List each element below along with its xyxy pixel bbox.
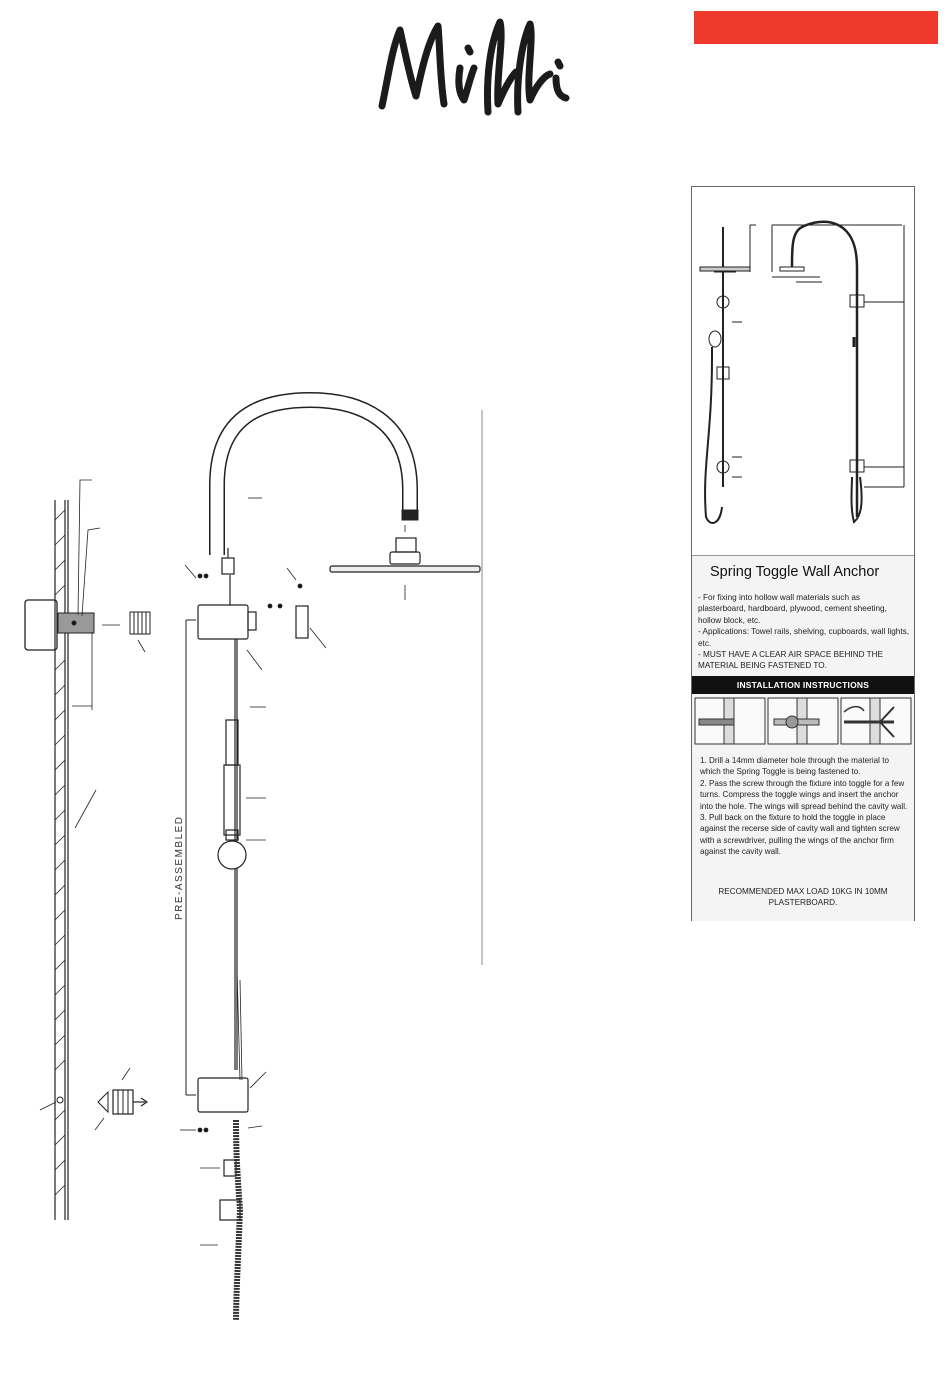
shower-exploded-diagram <box>0 380 500 1380</box>
anchor-bullet: - Applications: Towel rails, shelving, c… <box>698 627 910 648</box>
installation-steps: 1. Drill a 14mm diameter hole through th… <box>700 755 908 858</box>
brand-logo <box>370 8 580 128</box>
installation-step: 1. Drill a 14mm diameter hole through th… <box>700 756 889 777</box>
brand-accent-bar <box>694 11 938 44</box>
anchor-bullet: - MUST HAVE A CLEAR AIR SPACE BEHIND THE… <box>698 650 884 671</box>
installation-step-images <box>694 697 912 745</box>
anchor-bullets: - For fixing into hollow wall materials … <box>698 592 910 672</box>
bottom-bracket <box>180 1071 267 1321</box>
anchor-bullet: - For fixing into hollow wall materials … <box>698 593 887 625</box>
product-spec-panel: Spring Toggle Wall Anchor - For fixing i… <box>691 186 915 921</box>
installation-step: 2. Pass the screw through the fixture in… <box>700 778 908 811</box>
dimension-drawing <box>692 187 914 555</box>
shower-arm <box>209 391 419 555</box>
installation-heading: INSTALLATION INSTRUCTIONS <box>692 676 914 694</box>
preassembled-label: PRE-ASSEMBLED <box>174 815 185 920</box>
installation-step: 3. Pull back on the fixture to hold the … <box>700 813 900 857</box>
wall-anchor-section: Spring Toggle Wall Anchor - For fixing i… <box>692 555 914 921</box>
top-bracket <box>184 548 327 671</box>
riser-rail <box>217 639 266 1081</box>
anchor-title: Spring Toggle Wall Anchor <box>710 564 880 580</box>
max-load-recommendation: RECOMMENDED MAX LOAD 10KG IN 10MM PLASTE… <box>718 887 888 907</box>
preassembled-label-wrap: PRE-ASSEMBLED <box>150 815 210 920</box>
wall-section <box>24 479 151 1220</box>
shower-head <box>329 525 481 600</box>
